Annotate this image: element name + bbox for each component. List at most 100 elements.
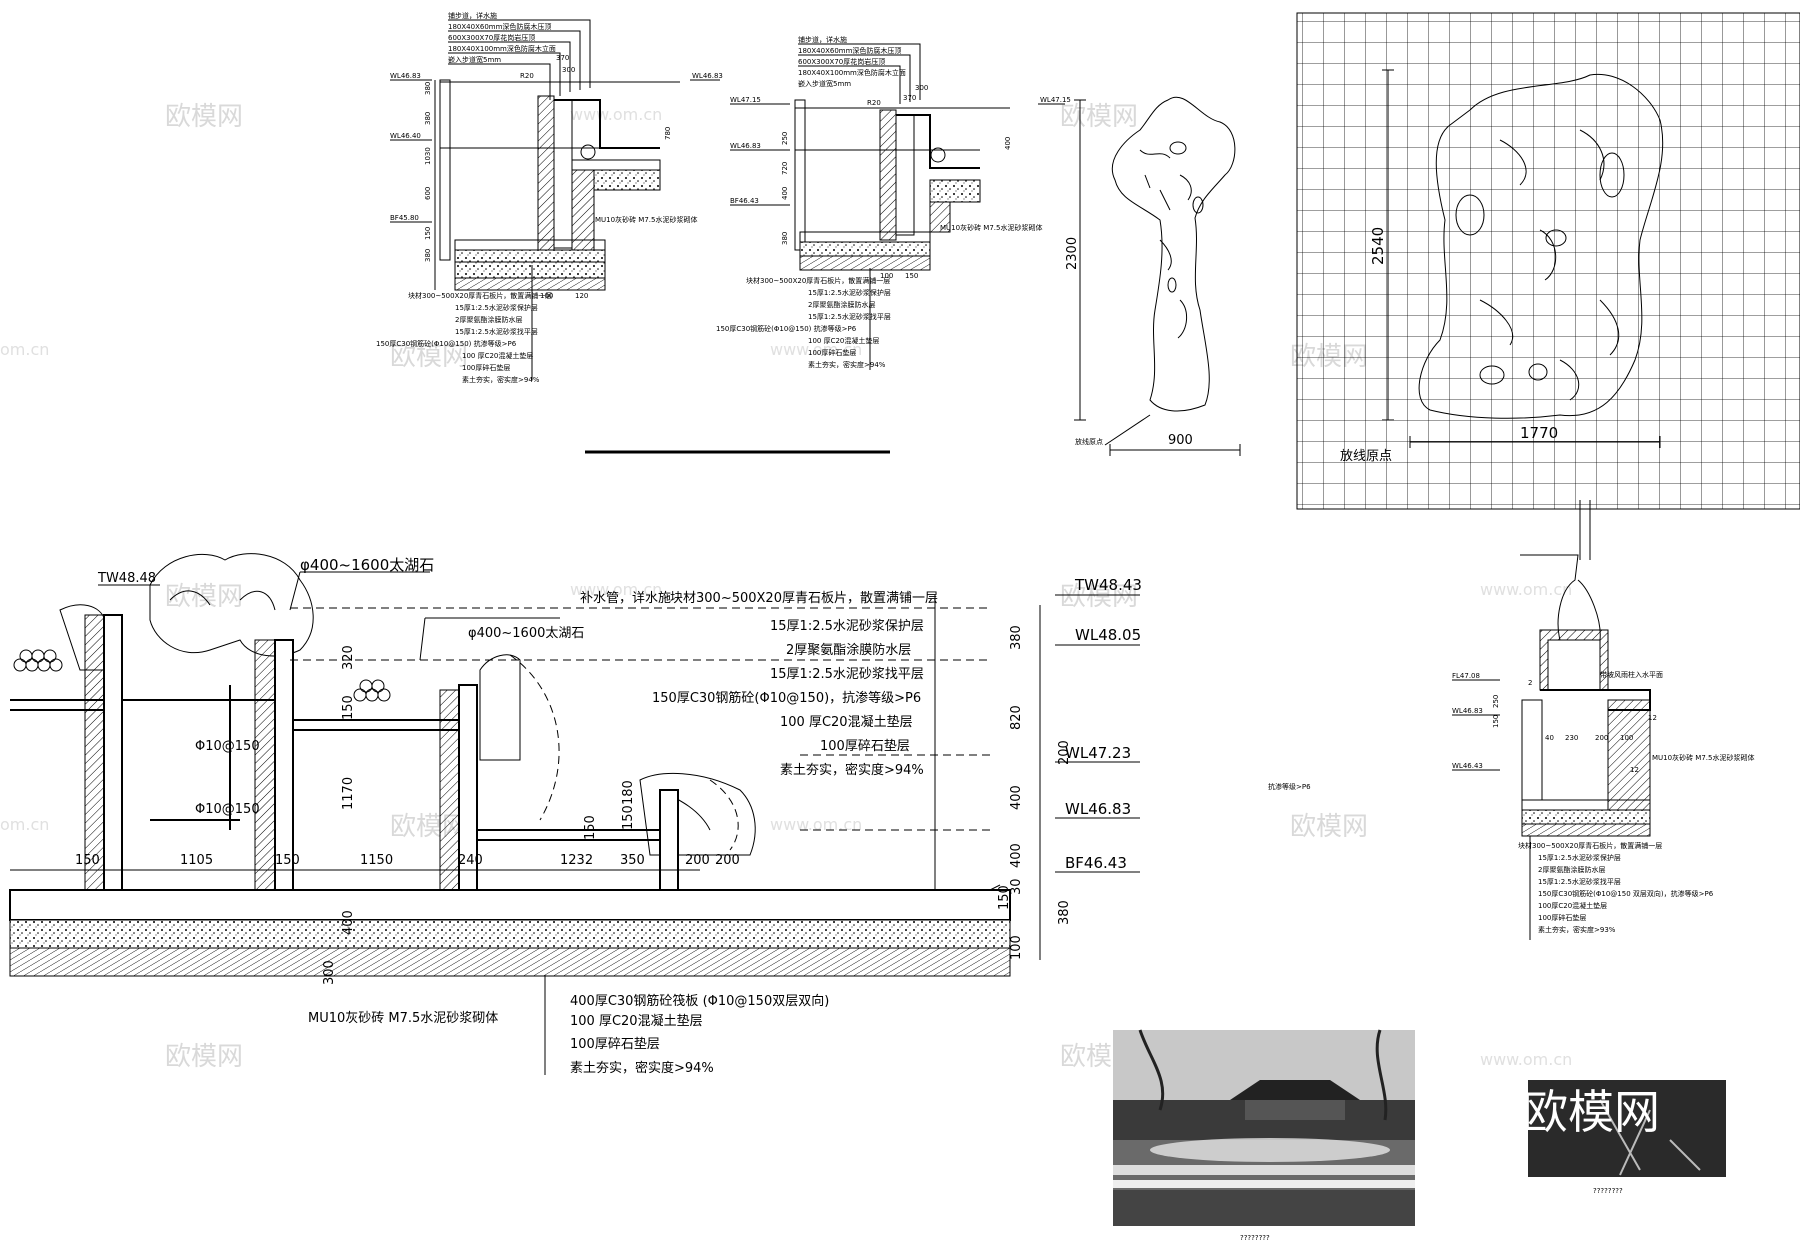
dim: 150 bbox=[997, 885, 1012, 910]
dim: 380 bbox=[781, 232, 789, 245]
note: 600X300X70厚花岗岩压顶 bbox=[798, 57, 885, 66]
photo-caption: ???????? bbox=[1240, 1234, 1270, 1242]
dim: 120 bbox=[575, 292, 588, 300]
main-section: Φ10@150 Φ10@150 TW48.48 φ400~1600太湖石 φ40… bbox=[9, 553, 1142, 1076]
dim: 100 bbox=[1009, 935, 1024, 960]
pipe-label: Φ10@150 bbox=[195, 802, 260, 817]
level: WL47.15 bbox=[730, 96, 761, 104]
dim: 400 bbox=[1004, 137, 1012, 150]
layer-note: 2厚聚氨酯涂膜防水层 bbox=[808, 300, 875, 309]
layer-note: 100厚碎石垫层 bbox=[462, 363, 510, 372]
dim: 370 bbox=[903, 94, 916, 102]
dim: 1105 bbox=[180, 853, 213, 868]
base-note: 放线原点 bbox=[1340, 449, 1392, 464]
watermark-site: www.om.cn bbox=[770, 815, 862, 834]
level: WL46.83 bbox=[1452, 707, 1483, 715]
section-a: 铺步道，详水施 180X40X60mm深色防腐木压顶 600X300X70厚花岗… bbox=[376, 11, 723, 384]
dim: 200 bbox=[1057, 740, 1072, 765]
rock-grid: 2540 1770 放线原点 bbox=[1296, 12, 1800, 560]
layer-note: 块材300~500X20厚青石板片，散置满铺一层 bbox=[746, 276, 890, 285]
dim: 320 bbox=[341, 645, 356, 670]
layer-note: 块材300~500X20厚青石板片，散置满铺一层 bbox=[408, 291, 552, 300]
watermark-site: om.cn bbox=[0, 815, 49, 834]
watermark-site: www.om.cn bbox=[770, 340, 862, 359]
level: WL47.15 bbox=[1040, 96, 1071, 104]
layer-note: 块材300~500X20厚青石板片，散置满铺一层 bbox=[1518, 841, 1662, 850]
grid-height: 2540 bbox=[1369, 227, 1387, 265]
level: BF46.43 bbox=[1065, 854, 1127, 872]
layer-note: 100厚C20混凝土垫层 bbox=[1538, 901, 1607, 910]
rock-width: 900 bbox=[1168, 433, 1193, 448]
watermark: 欧模网 bbox=[165, 102, 243, 132]
watermark: 欧模网 bbox=[165, 582, 243, 612]
layer-note: 150厚C30钢筋砼(Φ10@150 双层双向)，抗渗等级>P6 bbox=[1538, 889, 1714, 898]
dim: 40 bbox=[1545, 734, 1554, 742]
watermark-site: www.om.cn bbox=[1480, 580, 1572, 599]
watermark-site: www.om.cn bbox=[570, 580, 662, 599]
rock-elevation: 2300 900 放线原点 bbox=[1065, 96, 1241, 456]
tw-level: TW48.48 bbox=[97, 571, 156, 586]
layer-note: 15厚1:2.5水泥砂浆找平层 bbox=[808, 312, 891, 321]
dim: 2 bbox=[1528, 679, 1532, 687]
note: 铺步道，详水施 bbox=[448, 11, 497, 20]
dim: 600 bbox=[424, 187, 432, 200]
dim: 380 bbox=[424, 82, 432, 95]
note: 嵌入步道宽5mm bbox=[798, 79, 851, 88]
dim: 380 bbox=[424, 112, 432, 125]
rock-label: φ400~1600太湖石 bbox=[468, 626, 584, 641]
dim: R20 bbox=[520, 72, 534, 80]
dim: 400 bbox=[1009, 843, 1024, 868]
level: WL46.43 bbox=[1452, 762, 1483, 770]
dim: 150 bbox=[341, 695, 356, 720]
note: 180X40X100mm深色防腐木立面 bbox=[798, 68, 906, 77]
dim: 350 bbox=[620, 853, 645, 868]
layer-note: 15厚1:2.5水泥砂浆保护层 bbox=[455, 303, 538, 312]
watermark-site: www.om.cn bbox=[570, 105, 662, 124]
watermark: 欧模网 bbox=[165, 1042, 243, 1072]
layer-note: 15厚1:2.5水泥砂浆保护层 bbox=[808, 288, 891, 297]
dim: 180 bbox=[621, 780, 636, 805]
dim: 1170 bbox=[341, 777, 356, 810]
dim: 370 bbox=[556, 54, 569, 62]
pipe-note: 补水管，详水施 bbox=[580, 591, 671, 606]
layer-note: 15厚1:2.5水泥砂浆保护层 bbox=[1538, 853, 1621, 862]
watermark-site: www.om.cn bbox=[1480, 1050, 1572, 1069]
dim: 1232 bbox=[560, 853, 593, 868]
layer-note: 15厚1:2.5水泥砂浆找平层 bbox=[455, 327, 538, 336]
dim: 400 bbox=[1009, 785, 1024, 810]
layer-note: 素土夯实，密实度>94% bbox=[462, 375, 540, 384]
watermark: 欧模网 bbox=[1060, 102, 1138, 132]
note: 600X300X70厚花岗岩压顶 bbox=[448, 33, 535, 42]
level: WL48.05 bbox=[1075, 626, 1141, 644]
dim: 150 bbox=[583, 815, 598, 840]
layer-note: 素土夯实，密实度>94% bbox=[780, 762, 924, 778]
level: WL46.83 bbox=[1065, 800, 1131, 818]
dim: 150 bbox=[424, 227, 432, 240]
layer-note: 100厚碎石垫层 bbox=[808, 348, 856, 357]
base-layer: 400厚C30钢筋砼筏板 (Φ10@150双层双向) bbox=[570, 993, 829, 1009]
dim: 12 bbox=[1648, 714, 1657, 722]
dim: 780 bbox=[664, 127, 672, 140]
layer-note: 2厚聚氨酯涂膜防水层 bbox=[786, 642, 911, 658]
dim: 380 bbox=[1057, 900, 1072, 925]
layer-note: 100厚碎石垫层 bbox=[820, 738, 910, 754]
dim: 240 bbox=[458, 853, 483, 868]
dim: 150 bbox=[275, 853, 300, 868]
photo-overlay-text: 欧模网 bbox=[1522, 1085, 1660, 1139]
note: 带坡风雨柱入水平面 bbox=[1600, 670, 1663, 679]
note: 180X40X60mm深色防腐木压顶 bbox=[448, 22, 551, 31]
layer-note: 15厚1:2.5水泥砂浆找平层 bbox=[1538, 877, 1621, 886]
dim: 150 bbox=[621, 805, 636, 830]
note: 铺步道，详水施 bbox=[798, 35, 847, 44]
dim: 150 bbox=[75, 853, 100, 868]
section-c: 带坡风雨柱入水平面 MU10灰砂砖 M7.5水泥砂浆砌体 抗渗等级>P6 FL4… bbox=[1268, 554, 1754, 940]
layer-note: 块材300~500X20厚青石板片，散置满铺一层 bbox=[670, 591, 938, 606]
layer-note: 2厚聚氨酯涂膜防水层 bbox=[1538, 865, 1605, 874]
level: WL46.83 bbox=[692, 72, 723, 80]
dim: 100 bbox=[1620, 734, 1633, 742]
base-note: 放线原点 bbox=[1075, 437, 1103, 446]
reference-photo-left: ???????? bbox=[1113, 1029, 1415, 1242]
dim: 150 bbox=[1492, 715, 1500, 728]
masonry-label: MU10灰砂砖 M7.5水泥砂浆砌体 bbox=[1652, 753, 1754, 762]
dim: 300 bbox=[322, 960, 337, 985]
